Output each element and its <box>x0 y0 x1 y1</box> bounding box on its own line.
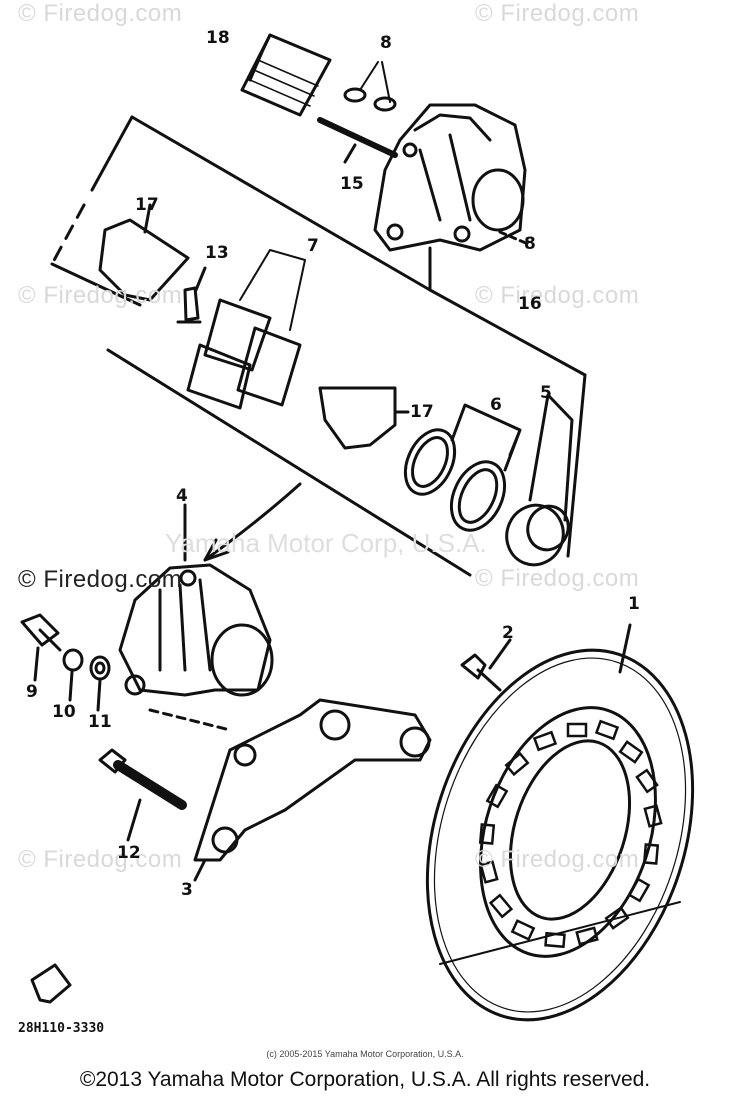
part-code: 28H110-3330 <box>18 1021 105 1036</box>
part-17-shim <box>98 203 190 302</box>
watermark: © Firedog.com <box>475 846 640 873</box>
upper-caliper <box>373 103 530 252</box>
watermark-dark: © Firedog.com <box>18 566 183 593</box>
assembly-arrow <box>203 482 302 562</box>
part-16-shim <box>318 386 410 450</box>
part-18-pad <box>240 33 332 117</box>
callout-1: 1 <box>628 594 640 614</box>
callout-8-top: 8 <box>380 33 392 53</box>
part-5-piston <box>505 393 574 567</box>
part-2-bolt <box>460 638 512 692</box>
part-8-bleed-screws <box>343 61 397 112</box>
watermark: © Firedog.com <box>18 846 183 873</box>
callout-16: 17 <box>410 402 434 422</box>
part-12-bolt <box>98 748 187 842</box>
callout-17: 17 <box>135 195 159 215</box>
callout-2: 2 <box>502 623 514 643</box>
watermark-corp: Yamaha Motor Corp, U.S.A. <box>165 528 487 558</box>
callout-5: 5 <box>540 383 552 403</box>
callout-8-mid: 8 <box>524 234 536 254</box>
part-14-pin <box>317 117 398 164</box>
callout-14: 15 <box>340 174 364 194</box>
watermark: © Firedog.com <box>18 0 183 27</box>
callout-15: 16 <box>518 294 542 314</box>
callout-10: 10 <box>52 702 76 722</box>
watermark: © Firedog.com <box>18 282 183 309</box>
callout-9: 9 <box>26 682 38 702</box>
part-4-caliper <box>118 503 274 732</box>
disc-vent-slots <box>478 719 663 949</box>
part-6-seals <box>403 403 522 532</box>
grouping-bracket <box>50 115 587 577</box>
watermark: © Firedog.com <box>475 565 640 592</box>
parts-9-10-11 <box>20 613 111 712</box>
part-13-clip <box>176 266 207 324</box>
callout-18: 18 <box>206 28 230 48</box>
callout-6: 6 <box>490 395 502 415</box>
watermark: © Firedog.com <box>475 282 640 309</box>
callout-3: 3 <box>181 880 193 900</box>
watermark: © Firedog.com <box>475 0 640 27</box>
copyright-footer: ©2013 Yamaha Motor Corporation, U.S.A. A… <box>79 1068 651 1091</box>
callout-13: 13 <box>205 243 229 263</box>
callout-4: 4 <box>176 486 188 506</box>
callout-11: 11 <box>88 712 112 732</box>
callout-12: 12 <box>117 843 141 863</box>
callout-7: 7 <box>307 236 319 256</box>
part-1-disc <box>425 623 695 1022</box>
part-3-bracket <box>193 698 432 882</box>
part-7-pads <box>186 249 306 410</box>
part-tag-logo <box>30 963 72 1004</box>
small-copyright: (c) 2005-2015 Yamaha Motor Corporation, … <box>266 1049 464 1059</box>
